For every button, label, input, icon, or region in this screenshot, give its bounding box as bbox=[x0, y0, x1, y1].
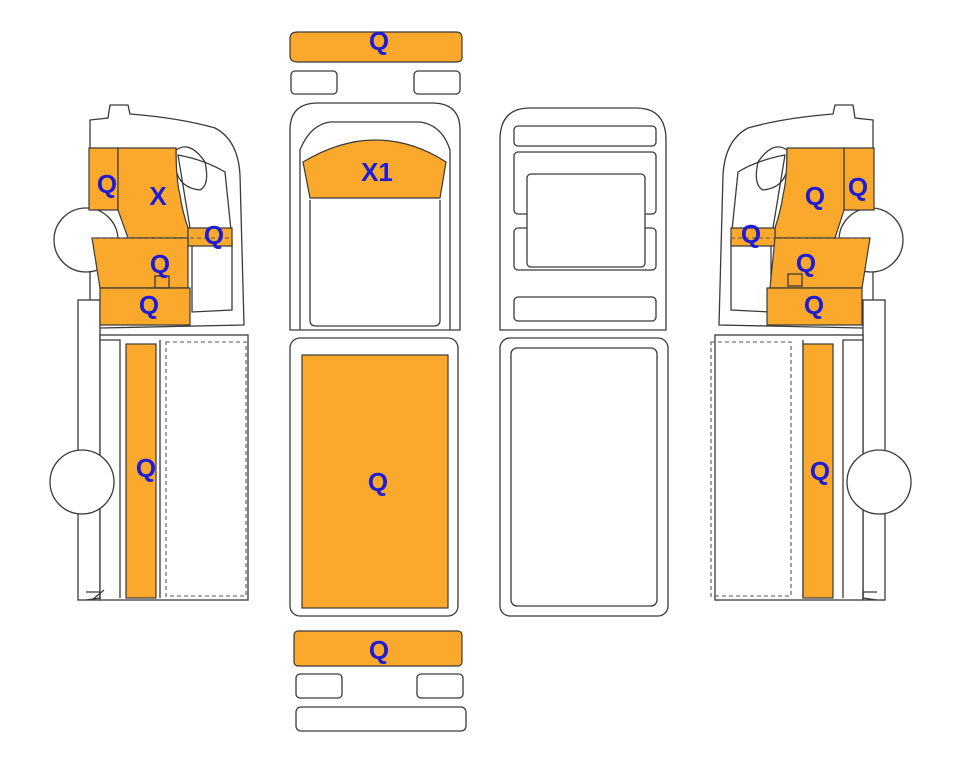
label-right-side-panel: Q bbox=[810, 456, 830, 486]
label-right-front-fender: Q bbox=[805, 181, 825, 211]
label-right-hood-front: Q bbox=[848, 172, 868, 202]
label-right-door-lower: Q bbox=[796, 248, 816, 278]
label-left-side-panel: Q bbox=[136, 453, 156, 483]
label-left-hood-front: Q bbox=[97, 169, 117, 199]
right-side-panel bbox=[802, 343, 834, 599]
label-left-rocker: Q bbox=[139, 290, 159, 320]
left-rear-wheel bbox=[49, 449, 115, 515]
damage-labels: Q X1 Q Q Q X Q Q Q Q Q Q Q Q Q Q bbox=[97, 26, 868, 665]
label-roof: Q bbox=[368, 467, 388, 497]
roof-panel bbox=[301, 354, 449, 609]
left-side-panel bbox=[125, 343, 157, 599]
left-door-lower-panel bbox=[91, 237, 189, 289]
label-left-front-fender: X bbox=[149, 181, 167, 211]
right-side-view bbox=[710, 104, 912, 601]
label-right-rocker: Q bbox=[804, 290, 824, 320]
label-left-door-lower: Q bbox=[150, 249, 170, 279]
label-front-bumper: Q bbox=[369, 26, 389, 56]
windshield-panel bbox=[302, 139, 447, 199]
label-windshield: X1 bbox=[361, 157, 393, 187]
label-rear-bumper: Q bbox=[369, 635, 389, 665]
top-view bbox=[289, 31, 467, 732]
label-right-mirror: Q bbox=[741, 219, 761, 249]
right-door-lower-panel bbox=[769, 237, 871, 289]
label-left-mirror: Q bbox=[204, 220, 224, 250]
front-bumper-panel bbox=[289, 31, 463, 63]
right-rear-wheel bbox=[846, 449, 912, 515]
rear-bumper-panel bbox=[293, 630, 463, 667]
rear-outline-view bbox=[499, 107, 669, 617]
left-side-view bbox=[49, 104, 249, 601]
right-rocker-panel bbox=[766, 287, 863, 326]
